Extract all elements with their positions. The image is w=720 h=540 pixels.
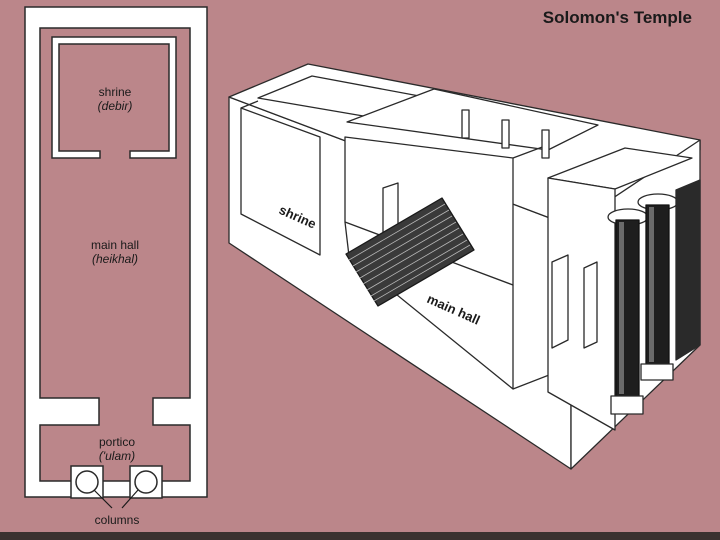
model-column-right — [637, 193, 679, 381]
plan-portico-term: ('ulam) — [99, 449, 135, 463]
plan-main-hall-term: (heikhal) — [92, 252, 138, 266]
shrine-partition — [51, 36, 177, 159]
roof-cut-hall — [346, 88, 599, 151]
plan-main-hall-label: main hall — [91, 238, 139, 252]
model-column-left — [607, 208, 649, 415]
plan-columns-label: columns — [95, 513, 140, 527]
window-2 — [501, 119, 510, 149]
window-1 — [461, 109, 470, 139]
portico-opening — [551, 254, 569, 349]
window-3 — [541, 129, 550, 159]
floor-plan: shrine (debir) main hall (heikhal) porti… — [24, 6, 208, 527]
column-right — [129, 465, 163, 499]
pointer-line-right — [121, 489, 139, 509]
portico-shadow — [675, 179, 701, 361]
staircase — [345, 197, 475, 307]
stair-steps — [348, 203, 471, 302]
portico-opening-2 — [583, 261, 598, 349]
column-left — [70, 465, 104, 499]
bottom-strip — [0, 532, 720, 540]
plan-shrine-label: shrine — [99, 85, 132, 99]
cutaway-model — [228, 63, 701, 470]
shrine-room — [240, 107, 321, 256]
portico-inner — [547, 177, 616, 431]
plan-shrine-term: (debir) — [98, 99, 133, 113]
pointer-line-left — [93, 489, 113, 509]
diagram-title: Solomon's Temple — [543, 8, 692, 27]
plan-walls — [24, 6, 208, 498]
hall-floor — [344, 221, 514, 390]
plan-portico-label: portico — [99, 435, 135, 449]
